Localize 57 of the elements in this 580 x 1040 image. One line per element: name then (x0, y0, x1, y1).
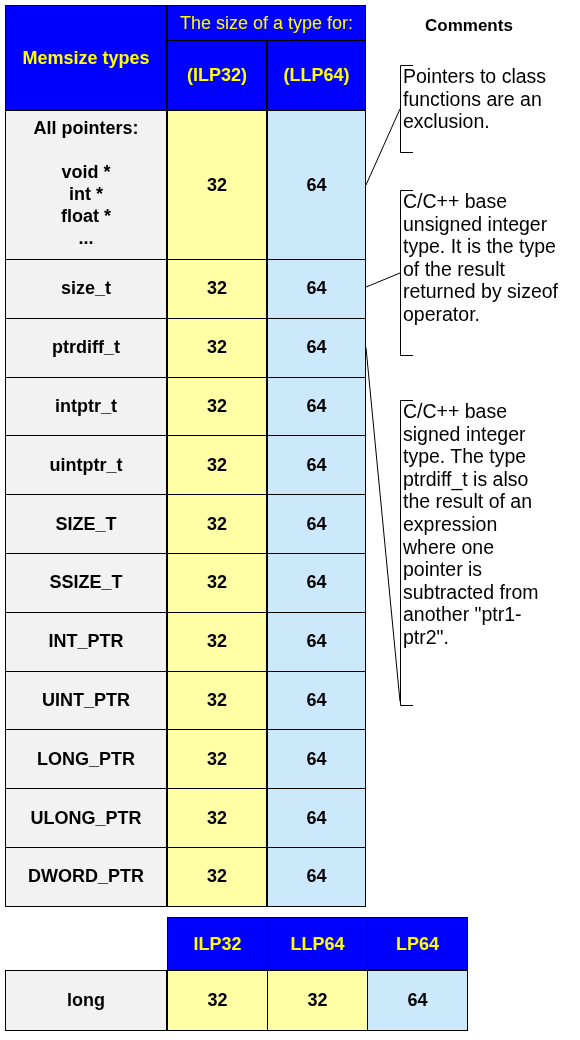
type-name: int * (69, 183, 103, 205)
type-name-cell: LONG_PTR (5, 729, 167, 790)
type-group-label: All pointers: (33, 117, 139, 139)
header-cell: (LLP64) (267, 40, 366, 111)
comment-text: C/C++ base signed integer type. The type ptrdiff_t is also the result of an expression where one pointer is subtracted from another "ptr1-ptr2". (402, 400, 540, 649)
size-value-cell: 32 (167, 259, 267, 319)
size-value-cell: 64 (267, 847, 366, 907)
header-cell: ILP32 (167, 917, 268, 971)
type-name-cell: UINT_PTR (5, 670, 167, 731)
size-value-cell: 32 (167, 553, 267, 613)
size-value-cell: 32 (167, 788, 267, 848)
size-value-cell: 64 (267, 729, 366, 790)
size-value-cell: 64 (267, 670, 366, 731)
size-value-cell: 32 (167, 729, 267, 790)
type-name-cell: DWORD_PTR (5, 847, 167, 907)
leader-line (365, 108, 401, 186)
comment-text: C/C++ base unsigned integer type. It is the type of the result returned by sizeof operator. (402, 190, 559, 326)
size-value-cell: 32 (167, 376, 267, 437)
size-value-cell: 32 (167, 494, 267, 554)
size-value-cell: 32 (167, 611, 267, 672)
type-name-cell: ULONG_PTR (5, 788, 167, 848)
size-value-cell: 32 (267, 970, 368, 1031)
type-name-cell: intptr_t (5, 376, 167, 437)
size-value-cell: 64 (267, 435, 366, 496)
header-cell: (ILP32) (167, 40, 267, 111)
header-cell: LP64 (367, 917, 468, 971)
type-name-cell: SSIZE_T (5, 553, 167, 613)
size-value-cell: 32 (167, 435, 267, 496)
comment-text: Pointers to class functions are an exclusion. (402, 65, 548, 133)
size-value-cell: 64 (367, 970, 468, 1031)
size-value-cell: 64 (267, 494, 366, 554)
size-value-cell: 64 (267, 788, 366, 848)
size-value-cell: 32 (167, 847, 267, 907)
type-name: ... (78, 227, 94, 249)
type-name: void * (61, 161, 111, 183)
type-name-cell: long (5, 970, 167, 1031)
column-heading: Comments (425, 16, 514, 37)
size-value-cell: 64 (267, 110, 366, 260)
type-name-cell: INT_PTR (5, 611, 167, 672)
type-name-cell: size_t (5, 259, 167, 319)
type-name-cell: uintptr_t (5, 435, 167, 496)
leader-line (365, 272, 401, 288)
size-value-cell: 64 (267, 611, 366, 672)
type-name: float * (61, 205, 111, 227)
size-value-cell: 64 (267, 259, 366, 319)
size-value-cell: 64 (267, 317, 366, 378)
type-name-cell: ptrdiff_t (5, 317, 167, 378)
size-value-cell: 64 (267, 376, 366, 437)
type-name-cell: SIZE_T (5, 494, 167, 554)
header-cell: LLP64 (267, 917, 368, 971)
size-value-cell: 64 (267, 553, 366, 613)
size-value-cell: 32 (167, 110, 267, 260)
size-value-cell: 32 (167, 970, 268, 1031)
header-cell: Memsize types (5, 5, 167, 111)
size-value-cell: 32 (167, 317, 267, 378)
header-cell: The size of a type for: (167, 5, 366, 41)
size-value-cell: 32 (167, 670, 267, 731)
